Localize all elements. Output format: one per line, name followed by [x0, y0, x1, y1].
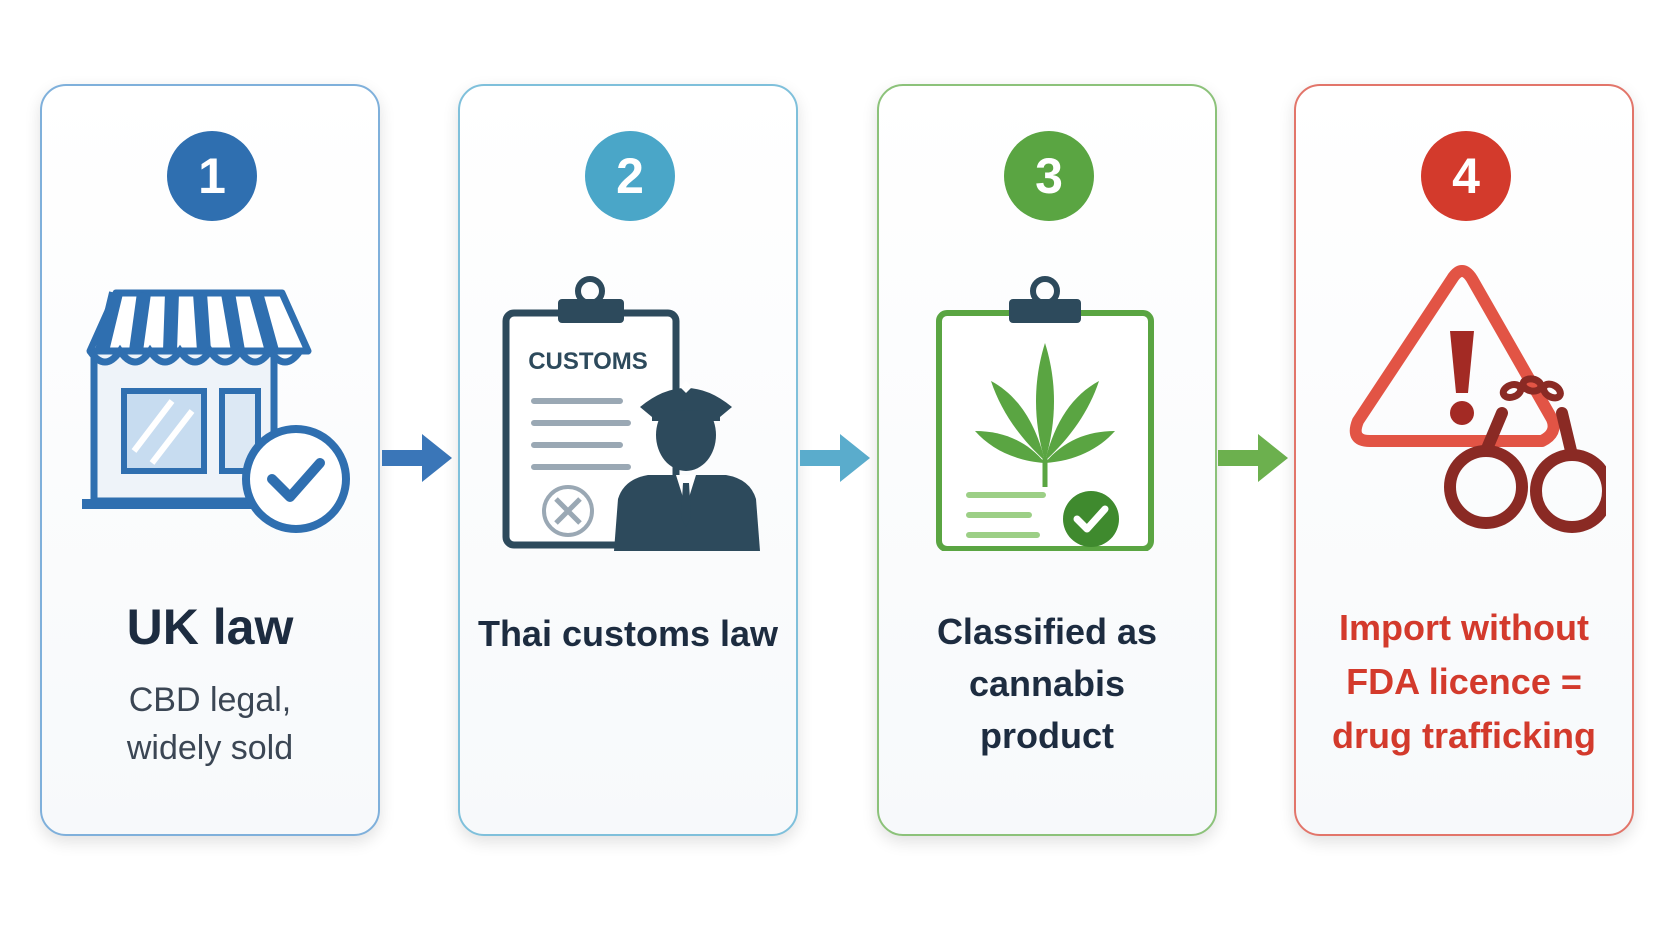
step-number-badge-4: 4 — [1421, 131, 1511, 221]
step-card-4: 4 Import without FDA licence = drug traf… — [1294, 84, 1634, 836]
step-number-badge-2: 2 — [585, 131, 675, 221]
step-title-2: Thai customs law — [477, 613, 779, 654]
shop-check-icon — [82, 289, 350, 533]
step-title-3: Classified as cannabis product — [936, 611, 1158, 756]
cannabis-clipboard-check-icon — [936, 276, 1154, 551]
arrow-right-icon — [382, 434, 452, 482]
step-subtitle-1: CBD legal, widely sold — [126, 681, 294, 767]
step-number-badge-3: 3 — [1004, 131, 1094, 221]
step-title-4: Import without FDA licence = drug traffi… — [1331, 607, 1596, 756]
arrow-right-icon — [1218, 434, 1288, 482]
arrow-right-icon — [800, 434, 870, 482]
step-card-3: 3 Classified as cannabis product — [877, 84, 1217, 836]
step-card-1: 1 UK law CBD legal, widely sold — [40, 84, 380, 836]
step-card-2: 2 CUSTOMS Thai customs law — [458, 84, 798, 836]
step-number-badge-1: 1 — [167, 131, 257, 221]
warning-handcuffs-icon — [1349, 265, 1606, 533]
customs-officer-clipboard-icon: CUSTOMS — [502, 276, 760, 551]
clipboard-customs-label: CUSTOMS — [528, 348, 648, 375]
step-title-1: UK law — [126, 599, 294, 655]
